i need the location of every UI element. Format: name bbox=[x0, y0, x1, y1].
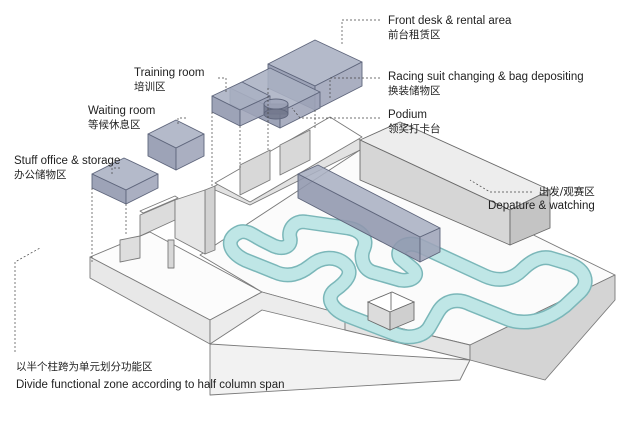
departure-side bbox=[419, 227, 441, 263]
label-podium: Podium 领奖打卡台 bbox=[388, 108, 441, 136]
wall-left-a-top bbox=[139, 195, 179, 214]
label-functional-zh: 以半个柱跨为单元划分功能区 bbox=[16, 361, 153, 373]
leader-departure bbox=[469, 179, 532, 193]
label-stuff-office: Stuff office & storage 办公储物区 bbox=[14, 154, 120, 182]
label-departure-en: Depature & watching bbox=[488, 200, 595, 212]
kart-track-surface bbox=[224, 215, 592, 343]
volume-departure bbox=[297, 164, 441, 263]
label-waiting: Waiting room 等候休息区 bbox=[88, 104, 155, 132]
leader-waiting bbox=[177, 117, 186, 124]
label-stuff-office-zh: 办公储物区 bbox=[14, 169, 67, 181]
label-waiting-en: Waiting room bbox=[88, 105, 156, 117]
volumes bbox=[91, 39, 441, 263]
label-departure: 出发/观赛区 Depature & watching bbox=[488, 185, 595, 213]
label-racing-suit: Racing suit changing & bag depositing 换装… bbox=[388, 70, 584, 98]
podium-bottom bbox=[263, 108, 289, 120]
core-box bbox=[366, 291, 416, 331]
base-slab-front-3 bbox=[209, 343, 471, 396]
walls bbox=[119, 116, 363, 269]
wall-left-low bbox=[119, 235, 141, 263]
label-racing-suit-zh: 换装储物区 bbox=[388, 85, 441, 97]
podium-top bbox=[263, 98, 289, 110]
leader-training bbox=[218, 77, 227, 92]
leader-functional bbox=[14, 247, 41, 352]
label-functional-en: Divide functional zone according to half… bbox=[16, 379, 285, 391]
volume-waiting bbox=[147, 119, 205, 171]
label-front-desk: Front desk & rental area 前台租赁区 bbox=[388, 14, 511, 42]
volume-podium bbox=[263, 98, 289, 120]
label-training-en: Training room bbox=[134, 67, 205, 79]
wall-room-a bbox=[239, 149, 271, 196]
label-podium-zh: 领奖打卡台 bbox=[388, 123, 441, 135]
label-front-desk-zh: 前台租赁区 bbox=[388, 29, 441, 41]
label-training: Training room 培训区 bbox=[134, 66, 205, 94]
label-waiting-zh: 等候休息区 bbox=[88, 119, 141, 131]
leader-racing-suit bbox=[329, 77, 380, 100]
racing-suit-side bbox=[279, 91, 321, 129]
leader-stuff-office bbox=[111, 167, 120, 176]
label-training-zh: 培训区 bbox=[134, 81, 166, 93]
wall-left-b bbox=[204, 185, 216, 255]
wall-room-b bbox=[279, 129, 311, 176]
label-racing-suit-en: Racing suit changing & bag depositing bbox=[388, 71, 584, 83]
leader-lines bbox=[14, 19, 532, 352]
waiting-side bbox=[175, 133, 205, 171]
label-stuff-office-en: Stuff office & storage bbox=[14, 155, 121, 167]
leader-front-desk bbox=[341, 19, 380, 46]
label-podium-en: Podium bbox=[388, 109, 427, 121]
leader-podium bbox=[291, 107, 380, 119]
departure-building bbox=[359, 121, 551, 246]
label-front-desk-en: Front desk & rental area bbox=[388, 15, 512, 27]
core-box-side bbox=[389, 301, 415, 331]
kart-track bbox=[223, 214, 593, 345]
wall-left-b-face bbox=[174, 189, 206, 255]
column-left bbox=[167, 239, 175, 269]
label-departure-zh: 出发/观赛区 bbox=[538, 186, 595, 198]
stuff-office-side bbox=[125, 173, 159, 205]
volume-stuff-office bbox=[91, 157, 159, 205]
label-functional: 以半个柱跨为单元划分功能区 Divide functional zone acc… bbox=[16, 360, 285, 392]
departure-building-side bbox=[509, 189, 551, 246]
